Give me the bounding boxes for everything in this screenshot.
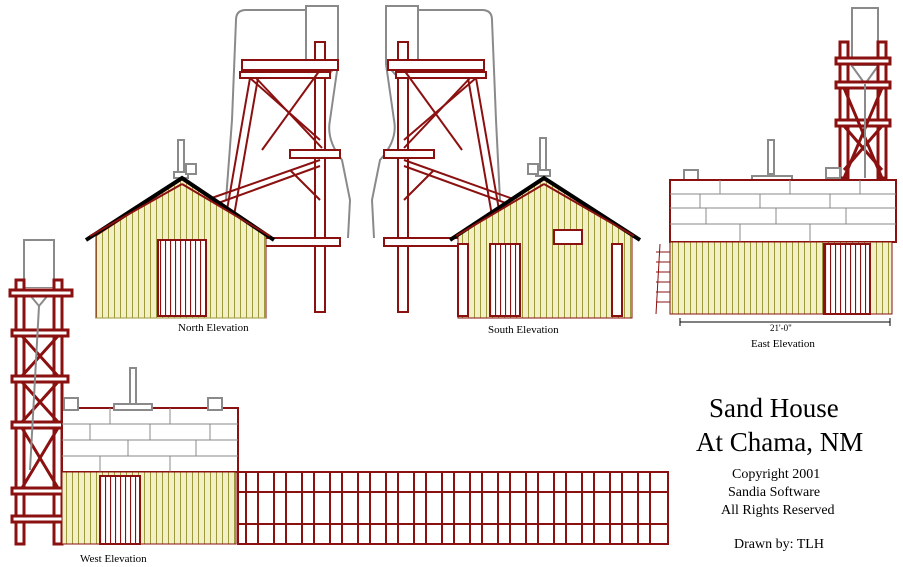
- rights-text: All Rights Reserved: [721, 503, 835, 518]
- drawn-by-text: Drawn by: TLH: [734, 537, 824, 552]
- east-sand-tank: [851, 7, 879, 86]
- fence-post: [469, 471, 483, 545]
- north-chimney: [173, 139, 197, 179]
- west-door: [99, 475, 141, 545]
- fence-post: [441, 471, 455, 545]
- fence-post: [609, 471, 623, 545]
- dimension-label: 21'-0": [770, 323, 792, 333]
- east-elevation-label: East Elevation: [751, 338, 815, 350]
- south-elevation: [370, 5, 642, 319]
- west-elevation: [8, 239, 669, 546]
- fence-post: [301, 471, 315, 545]
- fence-post: [273, 471, 287, 545]
- south-sand-tank: [370, 5, 501, 239]
- fence-post: [245, 471, 259, 545]
- fence-post: [637, 471, 651, 545]
- fence-post: [553, 471, 567, 545]
- west-wall: [61, 471, 237, 545]
- east-roof-vents: [683, 139, 841, 183]
- east-tower: [834, 40, 892, 180]
- fence-post: [581, 471, 595, 545]
- north-sand-tank: [225, 5, 352, 239]
- north-tower: [205, 41, 341, 313]
- fence-post: [413, 471, 427, 545]
- company-text: Sandia Software: [728, 485, 821, 500]
- fence-post: [357, 471, 371, 545]
- east-elevation: [655, 7, 897, 326]
- west-elevation-label: West Elevation: [80, 553, 147, 565]
- south-tower: [383, 41, 517, 313]
- south-roof: [448, 175, 642, 242]
- north-elevation: [84, 5, 352, 319]
- east-stone-wall: [669, 179, 897, 243]
- fence-post: [329, 471, 343, 545]
- north-door: [157, 239, 207, 317]
- east-dimension-line: [679, 318, 891, 326]
- north-elevation-label: North Elevation: [178, 322, 249, 334]
- fence-post: [525, 471, 539, 545]
- fence-post: [497, 471, 511, 545]
- south-elevation-label: South Elevation: [488, 324, 559, 336]
- west-fence-posts: [245, 471, 651, 545]
- fence-post: [385, 471, 399, 545]
- west-tower: [8, 278, 74, 546]
- south-door: [489, 243, 521, 317]
- title-line-1: Sand House: [709, 393, 839, 423]
- copyright-text: Copyright 2001: [732, 467, 821, 482]
- east-door: [823, 243, 871, 315]
- west-roof-vents: [63, 367, 223, 411]
- south-window: [553, 229, 583, 245]
- east-stair: [655, 243, 670, 315]
- title-line-2: At Chama, NM: [696, 427, 864, 457]
- south-chimney: [527, 137, 551, 177]
- south-wall: [457, 179, 633, 319]
